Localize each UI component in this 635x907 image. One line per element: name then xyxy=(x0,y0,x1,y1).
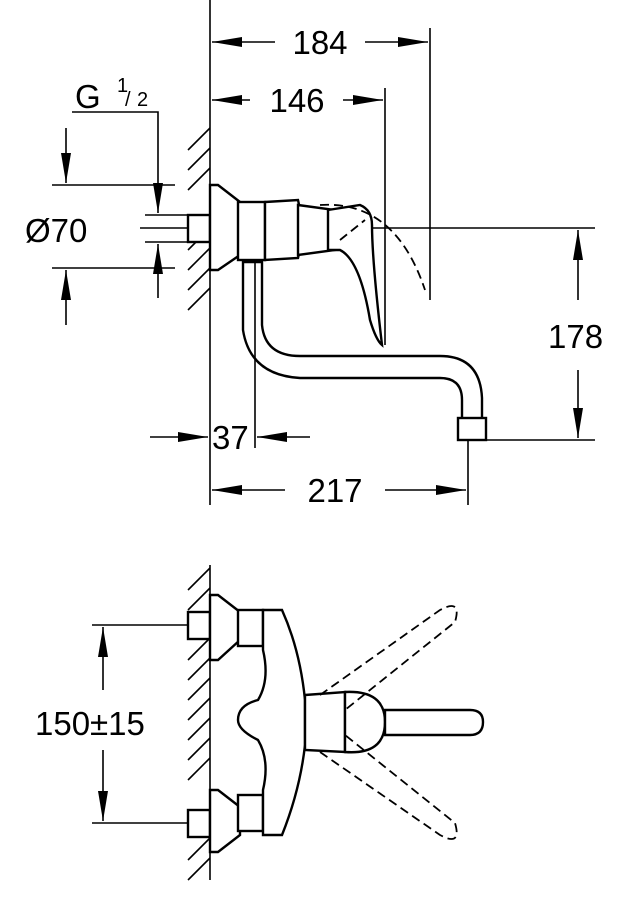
thread-fraction-numerator: 1 xyxy=(117,75,128,97)
faucet-front xyxy=(186,593,485,854)
dim-150-tolerance: 150±15 xyxy=(35,705,145,742)
dim-diameter-70: Ø70 xyxy=(25,212,87,249)
dim-217: 217 xyxy=(307,472,362,509)
side-view: 184 146 G 1 / 2 Ø70 178 37 217 xyxy=(25,0,603,509)
thread-fraction-denominator: 2 xyxy=(137,89,148,111)
thread-label: G xyxy=(75,78,101,115)
dim-184: 184 xyxy=(292,24,347,61)
wall-hatching-front xyxy=(187,567,211,881)
faucet-side xyxy=(186,183,488,442)
dim-178: 178 xyxy=(548,318,603,355)
thread-fraction-slash: / xyxy=(125,89,131,111)
dim-146: 146 xyxy=(269,82,324,119)
front-view: 150±15 xyxy=(35,565,485,881)
dim-37: 37 xyxy=(212,419,249,456)
